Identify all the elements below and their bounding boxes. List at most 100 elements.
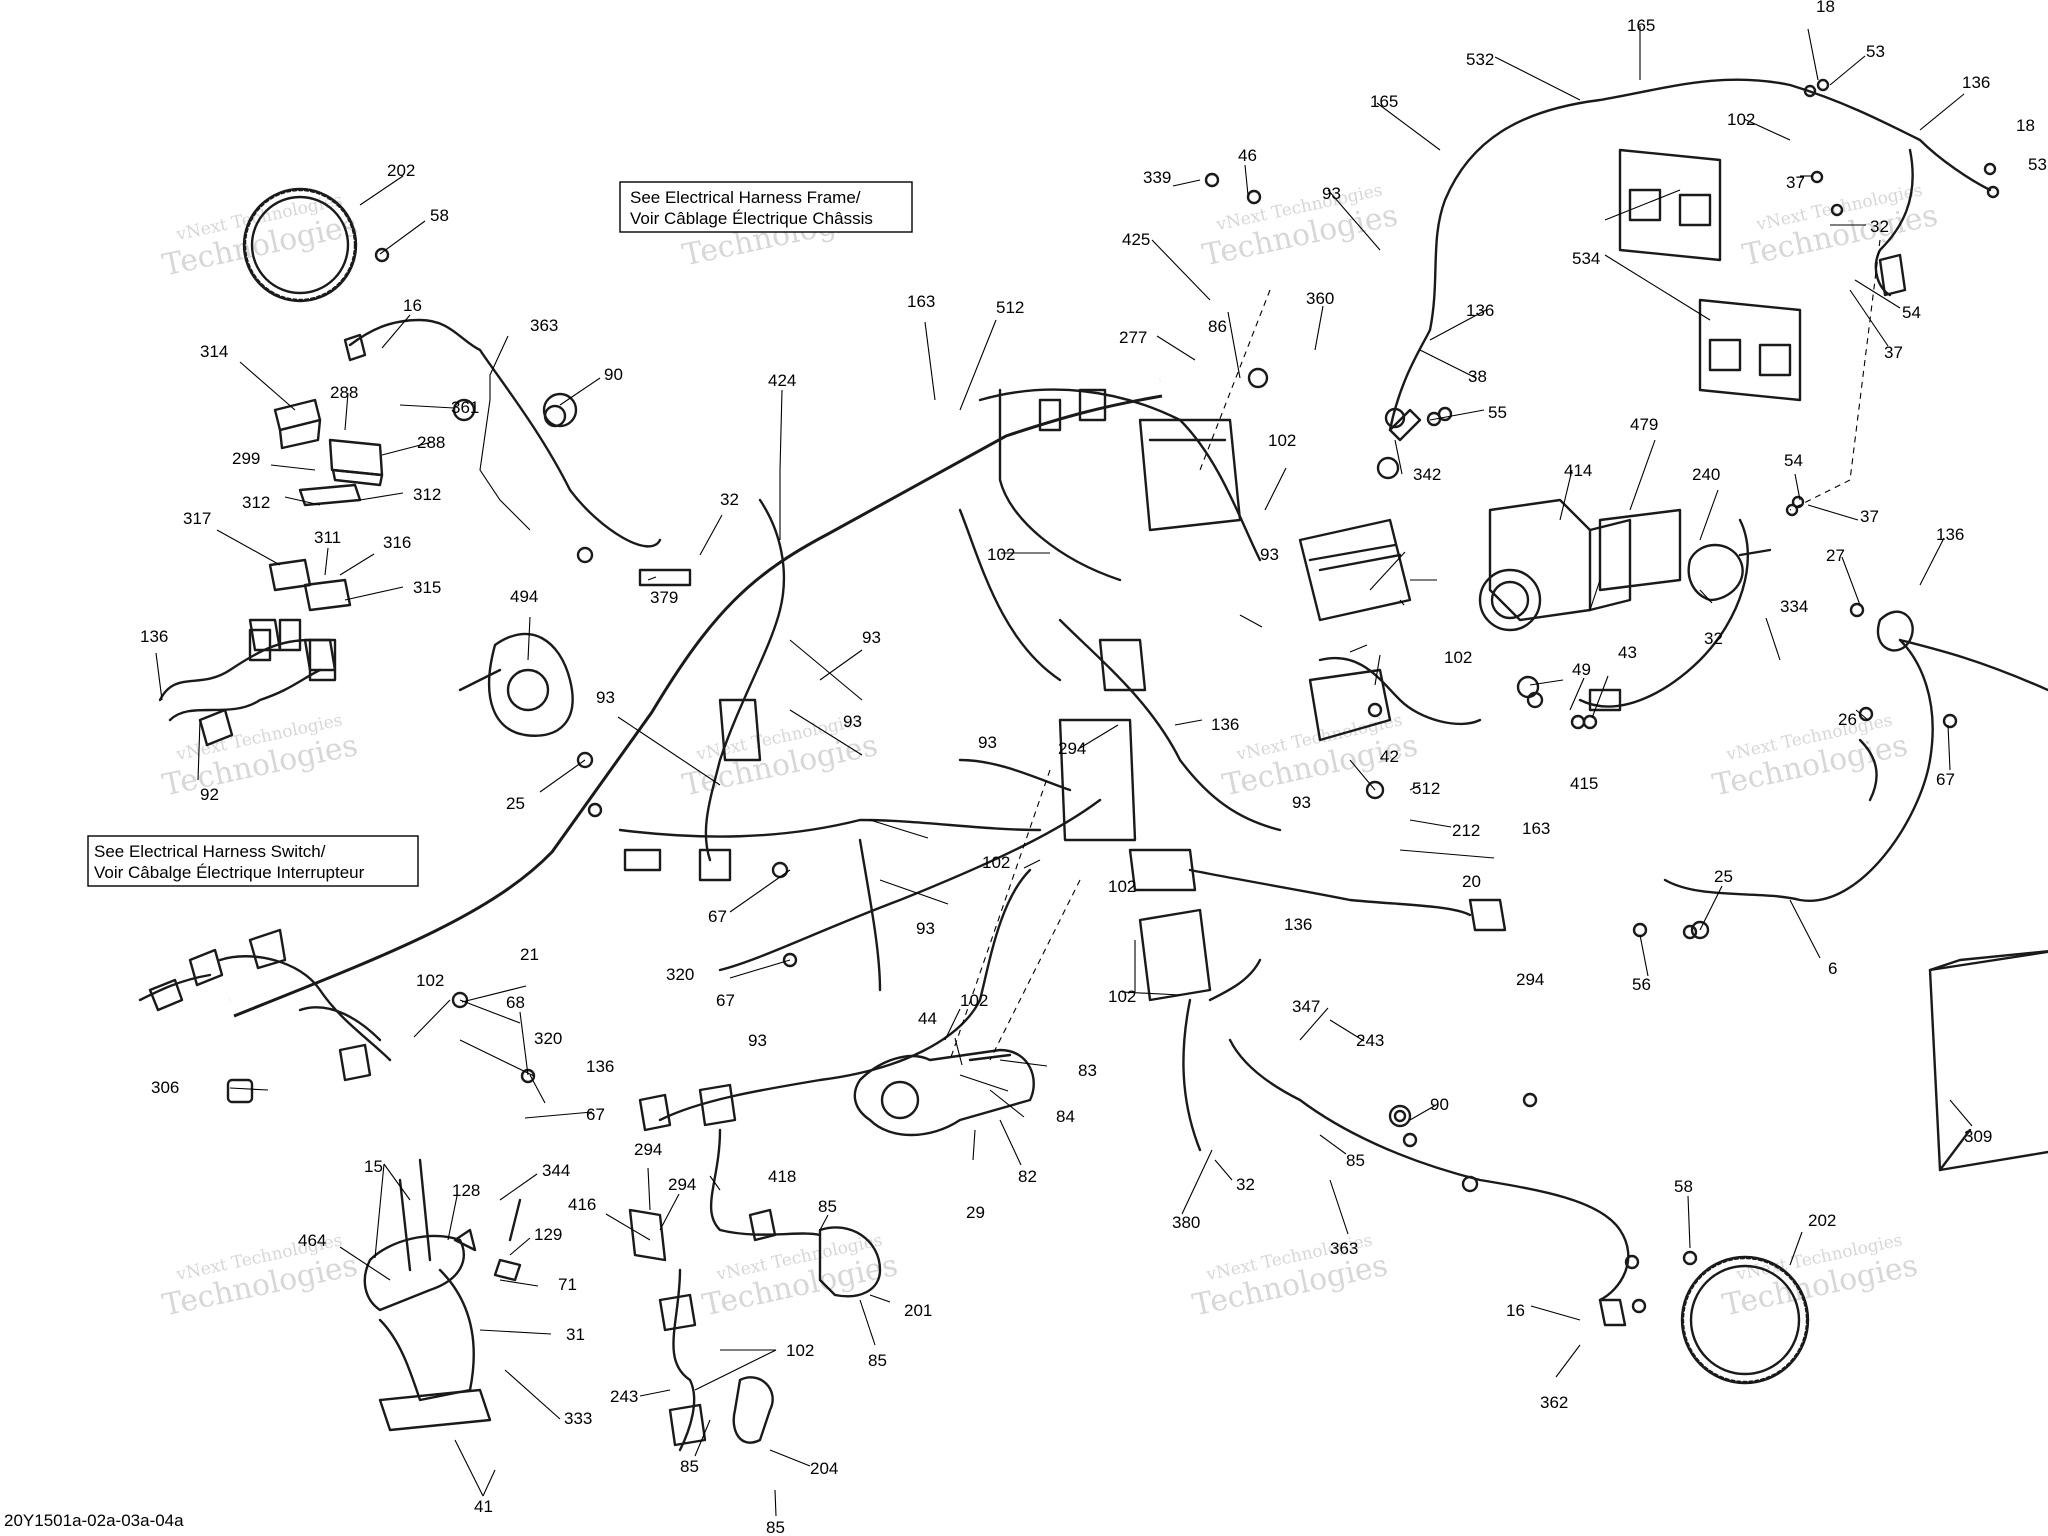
part-label: 360	[1306, 289, 1334, 308]
part-label: 32	[1870, 217, 1889, 236]
part-label: 333	[564, 1409, 592, 1428]
part-label: 53	[1866, 42, 1885, 61]
part-label: 84	[1056, 1107, 1075, 1126]
battery-cables	[1578, 518, 2048, 902]
part-label: 136	[586, 1057, 614, 1076]
part-label: 18	[1816, 0, 1835, 16]
part-label: 201	[904, 1301, 932, 1320]
part-label: 294	[634, 1140, 662, 1159]
reference-text-frame-en: See Electrical Harness Frame/	[630, 188, 861, 207]
part-label: 102	[416, 971, 444, 990]
abs-module	[1478, 498, 1772, 632]
leader-lines	[155, 26, 1973, 1517]
part-label: 315	[413, 578, 441, 597]
part-label: 55	[1488, 403, 1507, 422]
part-label: 93	[1322, 184, 1341, 203]
part-label: 54	[1784, 451, 1803, 470]
part-label: 314	[200, 342, 228, 361]
part-label: 243	[610, 1387, 638, 1406]
part-label: 240	[1692, 465, 1720, 484]
part-label: 317	[183, 509, 211, 528]
part-label: 42	[1380, 747, 1399, 766]
part-label: 129	[534, 1225, 562, 1244]
part-label: 56	[1632, 975, 1651, 994]
part-label: 85	[680, 1457, 699, 1476]
part-label: 312	[242, 493, 270, 512]
part-label: 32	[720, 490, 739, 509]
part-label: 361	[451, 398, 479, 417]
part-label: 294	[1516, 970, 1544, 989]
relay-box-upper	[1618, 148, 1722, 262]
left-mid-harness	[618, 498, 1072, 882]
part-label: 288	[417, 433, 445, 452]
part-label: 53	[2028, 155, 2047, 174]
part-label: 102	[982, 853, 1010, 872]
part-label: 16	[403, 296, 422, 315]
watermark-layer: vNext Technologies Technologies vNext Te…	[159, 180, 1940, 1323]
part-label: 43	[1618, 643, 1637, 662]
part-label: 37	[1786, 173, 1805, 192]
part-label: 380	[1172, 1213, 1200, 1232]
battery	[1928, 949, 2048, 1172]
window-motor	[853, 1048, 1035, 1137]
part-label: 342	[1413, 465, 1441, 484]
part-label: 363	[1330, 1239, 1358, 1258]
pedal-assembly	[363, 1158, 522, 1432]
part-label: 102	[987, 545, 1015, 564]
part-label: 136	[1284, 915, 1312, 934]
part-label: 344	[542, 1161, 570, 1180]
reference-box-frame: See Electrical Harness Frame/ Voir Câbla…	[619, 181, 913, 233]
upper-right-harness	[1388, 78, 1992, 442]
part-label: 18	[2016, 116, 2035, 135]
part-label: 136	[140, 627, 168, 646]
part-label: 379	[650, 588, 678, 607]
part-label: 93	[916, 919, 935, 938]
part-label: 309	[1964, 1127, 1992, 1146]
part-label: 67	[586, 1105, 605, 1124]
part-label: 83	[1078, 1061, 1097, 1080]
part-label: 93	[748, 1031, 767, 1050]
part-label: 128	[452, 1181, 480, 1200]
part-label: 102	[786, 1341, 814, 1360]
part-label: 93	[978, 733, 997, 752]
lower-harness	[638, 838, 1032, 1452]
part-label: 415	[1570, 774, 1598, 793]
part-label: 58	[1674, 1177, 1693, 1196]
part-label: 294	[1058, 739, 1086, 758]
main-harness-tube	[227, 373, 1163, 1018]
part-label: 92	[200, 785, 219, 804]
part-label: 86	[1208, 317, 1227, 336]
part-label: 37	[1860, 507, 1879, 526]
part-label: 93	[1292, 793, 1311, 812]
part-label: 26	[1838, 710, 1857, 729]
part-label: 71	[558, 1275, 577, 1294]
wheel-speed-ring-rear	[1680, 1255, 1810, 1385]
part-label: 136	[1962, 73, 1990, 92]
part-label: 294	[668, 1175, 696, 1194]
part-label: 102	[1108, 877, 1136, 896]
part-label: 32	[1704, 629, 1723, 648]
part-label: 93	[1260, 545, 1279, 564]
part-label: 464	[298, 1231, 326, 1250]
part-label: 418	[768, 1167, 796, 1186]
part-label: 85	[818, 1197, 837, 1216]
part-label: 21	[520, 945, 539, 964]
part-label: 339	[1143, 168, 1171, 187]
dashed-guides	[949, 239, 1881, 1061]
part-label: 102	[960, 991, 988, 1010]
part-label: 136	[1211, 715, 1239, 734]
part-label: 532	[1466, 50, 1494, 69]
part-label: 38	[1468, 367, 1487, 386]
wheel-speed-ring-front	[242, 187, 358, 303]
part-label: 20	[1462, 872, 1481, 891]
part-label: 25	[1714, 867, 1733, 886]
part-labels: 202 58 16 363 90 361 314 288 288 299 312…	[140, 0, 2047, 1536]
part-label: 27	[1826, 546, 1845, 565]
part-label: 85	[766, 1518, 785, 1536]
part-label: 68	[506, 993, 525, 1012]
part-label: 347	[1292, 997, 1320, 1016]
part-label: 29	[966, 1203, 985, 1222]
part-label: 90	[1430, 1095, 1449, 1114]
part-label: 362	[1540, 1393, 1568, 1412]
